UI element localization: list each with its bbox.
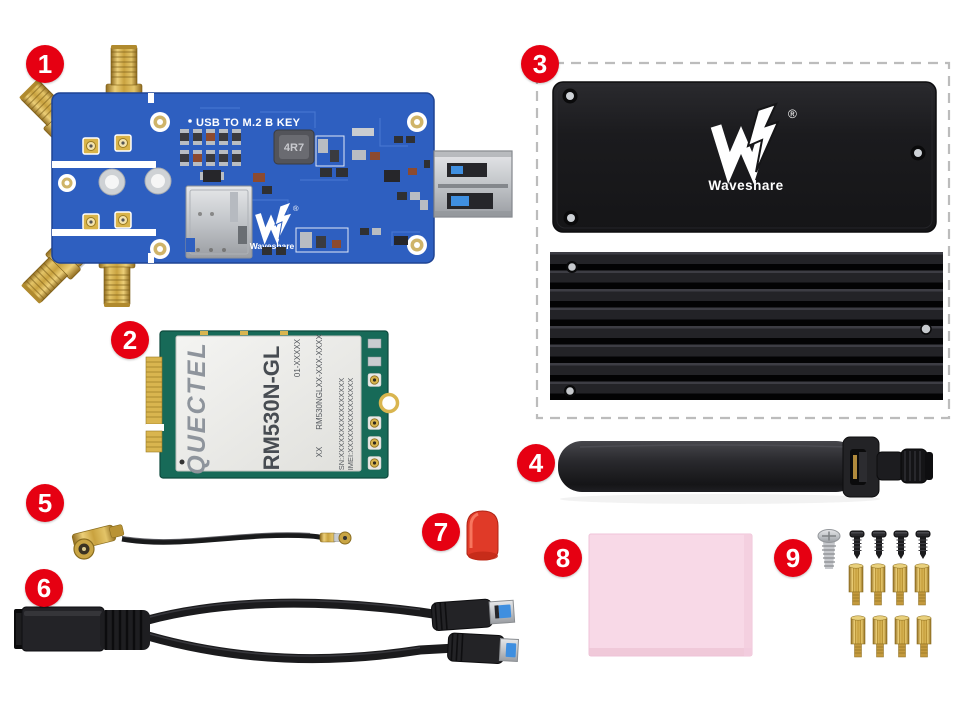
- cable-wire: [121, 532, 325, 545]
- pcb-edge-notch: [148, 93, 154, 103]
- item-9-screws-standoffs: [817, 529, 932, 658]
- power-inductor: 4R7: [273, 129, 315, 165]
- module-shield-can: [175, 335, 362, 472]
- item-7-red-cap: [466, 510, 499, 561]
- module-model-text: RM530N-GL: [259, 346, 284, 471]
- brass-standoffs: [848, 563, 932, 658]
- usb-tongue-blue: [451, 166, 463, 174]
- module-serial-text: SN:XXXXXXXXXXXXXXXX: [337, 378, 346, 471]
- module-imei-text: IMEI:XXXXXXXXXXXXXXX: [346, 378, 355, 471]
- enclosure-cover-plate: ® Waveshare: [552, 81, 937, 233]
- usb-a-female-connector: [14, 606, 150, 652]
- pcb-large-plated-hole: [98, 168, 126, 196]
- splitter-wire-lower: [146, 631, 457, 664]
- inductor-value-label: 4R7: [284, 142, 304, 154]
- heatsink-fins: [550, 252, 943, 400]
- pcb-panel-slit: [52, 161, 156, 168]
- module-code-revision: 01-XXXXX: [293, 338, 302, 377]
- black-screws: [849, 530, 931, 559]
- enclosure-heatsink: [550, 252, 943, 400]
- pcb-waveshare-logo-icon: ® Waveshare: [250, 201, 299, 251]
- heatsink-screw-hole-inner: [566, 387, 574, 395]
- module-brand-text: QUECTEL: [183, 341, 211, 474]
- item-4-antenna: [558, 436, 933, 504]
- cover-screw-hole: [910, 145, 926, 161]
- adapter-title-silkscreen: USB TO M.2 B KEY: [196, 117, 301, 129]
- module-code-suffix: XX: [315, 446, 324, 457]
- module-screw-notch: [378, 392, 400, 414]
- callout-badge-2: 2: [111, 321, 149, 359]
- callout-badge-1: 1: [26, 45, 64, 83]
- pcb-mounting-hole: [150, 112, 170, 132]
- module-code-part: RM530NGLXX-XXX-XXXX: [315, 334, 324, 430]
- smd-components: [180, 128, 430, 255]
- pcb-panel-slit: [52, 229, 156, 236]
- heatsink-screw-hole-inner: [568, 263, 576, 271]
- callout-badge-3: 3: [521, 45, 559, 83]
- usb-tongue-blue: [498, 604, 512, 619]
- usb-a-plug-lower: [447, 632, 520, 664]
- item-6-usb-splitter-cable: [14, 598, 520, 664]
- item-3-enclosure-group: ® Waveshare: [535, 61, 951, 420]
- splitter-wire-upper: [146, 598, 441, 625]
- usb-a-plug-upper: [430, 598, 516, 632]
- callout-badge-5: 5: [26, 484, 64, 522]
- waveshare-logo-icon: [710, 102, 780, 184]
- heatsink-side-hole: [920, 323, 932, 335]
- usb-tongue-blue: [451, 196, 469, 206]
- pcb-small-hole: [58, 174, 76, 192]
- callout-badge-4: 4: [517, 444, 555, 482]
- callout-badge-6: 6: [25, 569, 63, 607]
- ipex-connectors: [82, 134, 132, 231]
- ipex-straight-connector: [319, 531, 352, 545]
- item-1-usb-m2-adapter: USB TO M.2 B KEY 4R7 ® Waveshare: [14, 44, 513, 309]
- antenna-body: [558, 441, 860, 492]
- cover-screw-hole: [563, 210, 579, 226]
- item-5-ipex-cable: [71, 524, 352, 560]
- item-2-rm530n-module: QUECTEL RM530N-GL 01-XXXXX RM530NGLXX-XX…: [145, 330, 400, 479]
- pcb-mounting-hole: [150, 239, 170, 259]
- pcb-large-plated-hole: [144, 167, 172, 195]
- cover-screw-hole: [562, 88, 578, 104]
- module-antenna-connectors: [367, 338, 382, 470]
- silkscreen-dot: [188, 119, 192, 123]
- pcb-mounting-hole: [407, 112, 427, 132]
- callout-badge-8: 8: [544, 539, 582, 577]
- cover-registered-mark: ®: [788, 107, 797, 121]
- pcb-registered-mark: ®: [293, 204, 299, 213]
- m2-edge-connector: [145, 356, 164, 453]
- pcb-brand-text: Waveshare: [250, 241, 295, 251]
- kit-contents-dashed-outline: [535, 61, 951, 420]
- sim-card-slot: [185, 185, 253, 259]
- callout-badge-7: 7: [422, 513, 460, 551]
- antenna-sma-connector: [876, 448, 933, 484]
- antenna-hinge: [842, 436, 880, 498]
- pcb-edge-notch: [148, 253, 154, 263]
- item-8-thermal-pad: [588, 533, 753, 657]
- silver-screw: [817, 529, 841, 569]
- usb-a-plug: [433, 150, 513, 218]
- usb-tongue-blue: [505, 642, 517, 658]
- pcb-mounting-hole: [407, 235, 427, 255]
- cover-brand-text: Waveshare: [708, 178, 783, 193]
- shield-pin1-dot: [179, 459, 185, 465]
- callout-badge-9: 9: [774, 539, 812, 577]
